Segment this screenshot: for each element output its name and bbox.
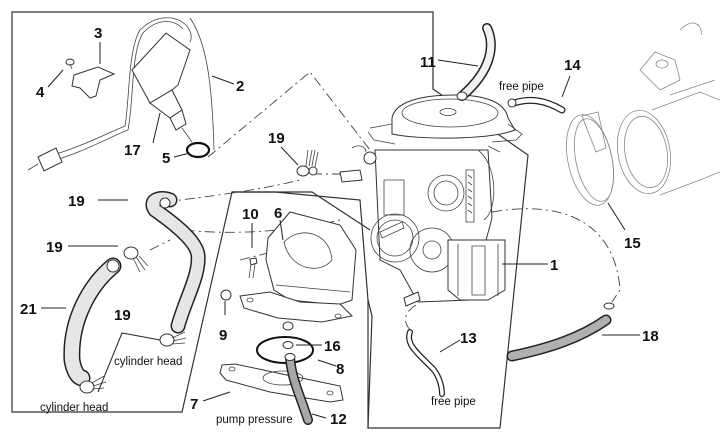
- part-19-clamp-mid: [123, 246, 149, 273]
- intake-rubber: [616, 22, 720, 196]
- caption-pump-pressure: pump pressure: [216, 414, 293, 426]
- part-19-clamp-left: [79, 375, 107, 394]
- callout-13: 13: [460, 330, 477, 347]
- callouts: 3 4 2 17 5 19 11 14 free pipe 15 1 19 19…: [20, 25, 659, 428]
- part-13-hose: [406, 329, 445, 397]
- callout-19-mid: 19: [46, 239, 63, 256]
- callout-2: 2: [236, 78, 244, 95]
- callout-16: 16: [324, 338, 341, 355]
- callout-9: 9: [219, 327, 227, 344]
- callout-19-top: 19: [268, 130, 285, 147]
- caption-cylinder-head-right: cylinder head: [114, 356, 182, 368]
- part-19-clamp-right: [159, 331, 187, 347]
- part-18-hose: [506, 302, 615, 362]
- callout-17: 17: [124, 142, 141, 159]
- callout-12: 12: [330, 411, 347, 428]
- leader-lines: [41, 42, 640, 419]
- callout-18: 18: [642, 328, 659, 345]
- callout-8: 8: [336, 361, 344, 378]
- caption-free-pipe-13: free pipe: [431, 396, 476, 408]
- part-17-starter: [27, 17, 193, 172]
- part-7-gasket: [219, 363, 344, 403]
- caption-free-pipe-14: free pipe: [499, 81, 544, 93]
- part-6-manifold: [239, 211, 357, 331]
- callout-3: 3: [94, 25, 102, 42]
- callout-21: 21: [20, 301, 37, 318]
- callout-10: 10: [242, 206, 259, 223]
- part-2-guide: [189, 17, 215, 151]
- caption-cylinder-head-left: cylinder head: [40, 402, 108, 414]
- part-5-o-ring: [185, 141, 211, 159]
- part-9-nut: [220, 289, 232, 301]
- part-3-bracket: [71, 66, 116, 99]
- callout-6: 6: [274, 205, 282, 222]
- callout-20: 19: [68, 193, 85, 210]
- callout-11: 11: [420, 54, 436, 71]
- part-4-screw: [65, 58, 75, 70]
- part-10-bolt: [248, 257, 258, 279]
- part-20-hose: [145, 190, 206, 334]
- callout-15: 15: [624, 235, 641, 252]
- part-15-hose-clamp: [566, 111, 615, 206]
- callout-1: 1: [550, 257, 558, 274]
- part-8-o-ring: [256, 336, 314, 364]
- callout-4: 4: [36, 84, 45, 101]
- part-11-hose: [456, 23, 496, 101]
- callout-7: 7: [190, 396, 198, 413]
- part-16-fitting: [282, 341, 294, 349]
- part-19-clamp-top: [296, 149, 319, 177]
- manifold-subframe: [232, 191, 371, 231]
- part-12-hose: [284, 353, 313, 425]
- part-14-hose: [507, 96, 566, 114]
- part-21-hose: [63, 257, 122, 387]
- callout-14: 14: [564, 57, 581, 74]
- part-1-carburetor: [339, 94, 523, 307]
- callout-5: 5: [162, 150, 170, 167]
- callout-19-low: 19: [114, 307, 131, 324]
